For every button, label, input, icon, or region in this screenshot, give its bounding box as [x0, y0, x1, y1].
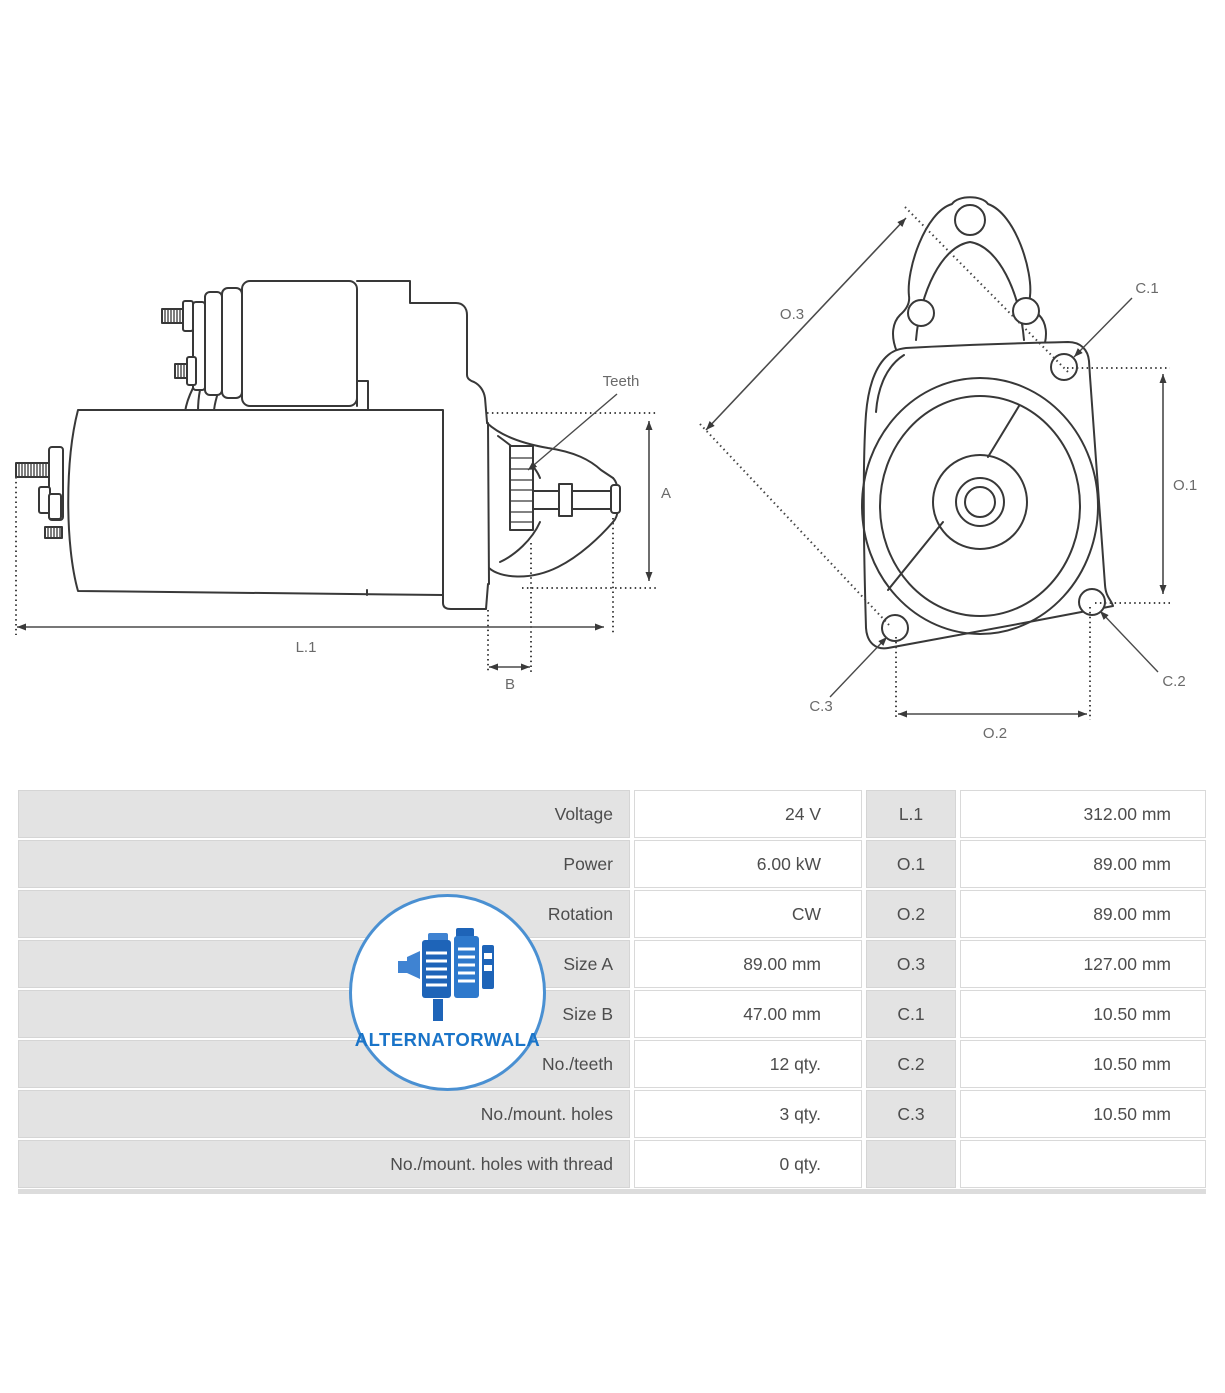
- alternator-icon: [397, 928, 494, 1021]
- teeth-label: Teeth: [603, 373, 640, 390]
- spec-row-label: Rotation: [18, 890, 630, 938]
- alternatorwala-logo: ALTERNATORWALA: [349, 894, 546, 1091]
- spec-row-value: 24 V: [634, 790, 862, 838]
- spec-dim-label: C.1: [866, 990, 956, 1038]
- spec-dim-label: L.1: [866, 790, 956, 838]
- dim-label-o2: O.2: [983, 725, 1007, 742]
- dim-label-l1: L.1: [296, 639, 317, 656]
- spec-dim-value: 10.50 mm: [960, 1040, 1206, 1088]
- dim-label-c2: C.2: [1162, 673, 1185, 690]
- dim-label-o1: O.1: [1173, 477, 1197, 494]
- spec-dim-label: [866, 1140, 956, 1188]
- spec-dim-value: 10.50 mm: [960, 990, 1206, 1038]
- spec-row-label: Voltage: [18, 790, 630, 838]
- spec-dim-label: O.2: [866, 890, 956, 938]
- spec-dim-value: 10.50 mm: [960, 1090, 1206, 1138]
- spec-row-value: CW: [634, 890, 862, 938]
- dim-label-c3: C.3: [809, 698, 832, 715]
- bracket-bolt-hole-right: [1012, 297, 1040, 325]
- spec-row-value: 0 qty.: [634, 1140, 862, 1188]
- dim-label-b: B: [505, 676, 515, 693]
- spec-dim-value: 89.00 mm: [960, 840, 1206, 888]
- shaft-bore: [964, 486, 996, 518]
- dim-label-a: A: [661, 485, 671, 502]
- spec-row-value: 47.00 mm: [634, 990, 862, 1038]
- spec-dim-label: C.2: [866, 1040, 956, 1088]
- spec-dim-label: O.3: [866, 940, 956, 988]
- spec-dim-label: O.1: [866, 840, 956, 888]
- pinion-gear: [509, 445, 534, 531]
- spec-table: Voltage 24 V L.1 312.00 mm Power 6.00 kW…: [18, 790, 1206, 1194]
- spec-row-value: 89.00 mm: [634, 940, 862, 988]
- spec-row-label: No./mount. holes with thread: [18, 1140, 630, 1188]
- spec-row-label: No./mount. holes: [18, 1090, 630, 1138]
- motor-body: [67, 409, 444, 596]
- starter-motor-technical-drawing: A L.1 B Teeth: [15, 196, 1197, 742]
- hole-c3: [881, 614, 909, 642]
- spec-row-value: 6.00 kW: [634, 840, 862, 888]
- spec-dim-value: 312.00 mm: [960, 790, 1206, 838]
- side-view-drawing: A L.1 B Teeth: [15, 280, 671, 693]
- bracket-top-hole: [954, 204, 986, 236]
- bracket-bolt-hole-left: [907, 299, 935, 327]
- spec-dim-label: C.3: [866, 1090, 956, 1138]
- front-view-drawing: O.3 O.1 O.2 C.1 C.2 C.3: [699, 196, 1197, 742]
- spec-dim-value: 89.00 mm: [960, 890, 1206, 938]
- dim-label-c1: C.1: [1135, 280, 1158, 297]
- dim-label-o3: O.3: [780, 306, 804, 323]
- spec-dim-value: 127.00 mm: [960, 940, 1206, 988]
- spec-dim-value: [960, 1140, 1206, 1188]
- spec-row-value: 12 qty.: [634, 1040, 862, 1088]
- logo-text: ALTERNATORWALA: [354, 1029, 541, 1050]
- solenoid: [241, 280, 358, 407]
- spec-row-label: Power: [18, 840, 630, 888]
- spec-row-value: 3 qty.: [634, 1090, 862, 1138]
